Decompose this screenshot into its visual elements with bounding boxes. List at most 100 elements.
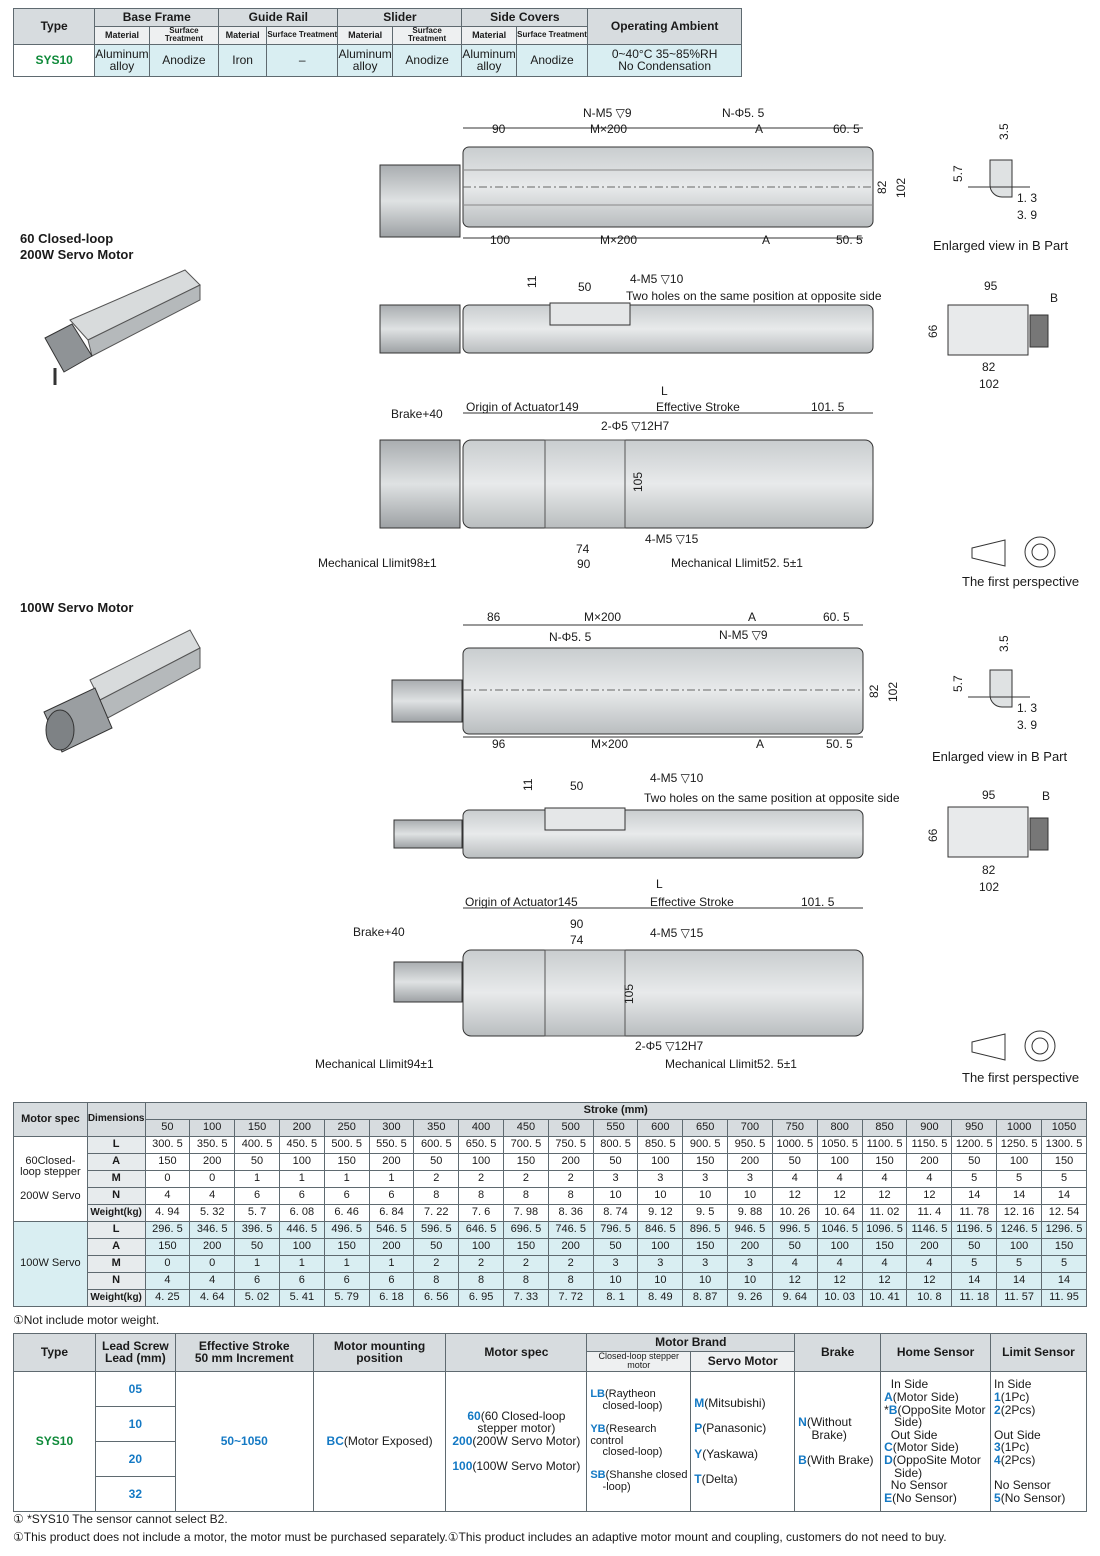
stroke-value: 2 bbox=[503, 1170, 549, 1188]
stroke-value: 150 bbox=[1041, 1238, 1087, 1256]
stroke-value: 696. 5 bbox=[503, 1221, 549, 1239]
dim-phi: 2-Φ5 ▽12H7 bbox=[635, 1039, 703, 1053]
stroke-value: 1 bbox=[323, 1255, 370, 1273]
dim-a: A bbox=[755, 122, 763, 136]
stroke-value: 500. 5 bbox=[323, 1136, 370, 1154]
stroke-value: 100 bbox=[816, 1238, 863, 1256]
dim-57: 5.7 bbox=[951, 165, 965, 182]
order-brakes: N(Without Brake) B(With Brake) bbox=[794, 1370, 882, 1512]
stroke-header-motor-spec: Motor spec bbox=[13, 1102, 88, 1137]
order-closed-loop-brands: LB(Raytheon closed-loop) YB(Research con… bbox=[586, 1370, 692, 1512]
dim-95: 95 bbox=[982, 788, 996, 802]
stroke-value: 9. 88 bbox=[727, 1204, 773, 1222]
technical-drawing: 60 Closed-loop 200W Servo Motor 100W Ser… bbox=[20, 106, 1079, 1085]
stroke-col-header: 700 bbox=[727, 1119, 773, 1137]
stroke-value: 5 bbox=[996, 1170, 1043, 1188]
stroke-value: 396. 5 bbox=[234, 1221, 280, 1239]
stroke-value: 4 bbox=[816, 1170, 863, 1188]
spec-sub-treatment: Surface Treatment bbox=[148, 26, 220, 45]
stroke-value: 1 bbox=[323, 1170, 370, 1188]
stroke-value: 4 bbox=[144, 1187, 191, 1205]
footnotes: ① *SYS10 The sensor cannot select B2. ①T… bbox=[13, 1510, 947, 1546]
dim-96: 96 bbox=[492, 737, 506, 751]
stroke-value: 4 bbox=[771, 1255, 818, 1273]
stroke-value: 14 bbox=[996, 1187, 1043, 1205]
stroke-col-header: 850 bbox=[861, 1119, 908, 1137]
stroke-value: 14 bbox=[951, 1187, 998, 1205]
stroke-value: 2 bbox=[547, 1255, 594, 1273]
stroke-value: 0 bbox=[189, 1170, 236, 1188]
dimension-label: M bbox=[86, 1170, 146, 1188]
stroke-value: 150 bbox=[1041, 1153, 1087, 1171]
stroke-value: 14 bbox=[1041, 1272, 1087, 1290]
dim-mech-right: Mechanical Llimit52. 5±1 bbox=[671, 556, 803, 570]
dim-phi: 2-Φ5 ▽12H7 bbox=[601, 419, 669, 433]
stroke-col-header: 250 bbox=[323, 1119, 370, 1137]
holes-note: Two holes on the same position at opposi… bbox=[644, 791, 900, 805]
stroke-value: 296. 5 bbox=[144, 1221, 191, 1239]
stroke-value: 100 bbox=[458, 1153, 504, 1171]
spec-header-slider: Slider bbox=[337, 8, 463, 27]
stroke-value: 6 bbox=[234, 1272, 280, 1290]
dim-13: 1. 3 bbox=[1017, 701, 1037, 715]
stroke-value: 200 bbox=[189, 1153, 236, 1171]
dim-1015: 101. 5 bbox=[801, 895, 835, 909]
stroke-value: 6 bbox=[278, 1272, 325, 1290]
stroke-value: 546. 5 bbox=[368, 1221, 415, 1239]
spec-rail-treatment: – bbox=[265, 43, 339, 77]
order-home-sensor: In Side A(Motor Side) *B(OppoSite Motor … bbox=[880, 1370, 992, 1512]
stroke-value: 9. 5 bbox=[682, 1204, 729, 1222]
stroke-value: 10. 8 bbox=[906, 1289, 953, 1307]
stroke-value: 2 bbox=[458, 1255, 504, 1273]
stroke-value: 5 bbox=[1041, 1170, 1087, 1188]
stroke-col-header: 600 bbox=[637, 1119, 684, 1137]
dim-nm5: N-M5 ▽9 bbox=[719, 628, 768, 642]
stroke-value: 100 bbox=[637, 1153, 684, 1171]
stroke-value: 5 bbox=[951, 1170, 998, 1188]
stroke-col-header: 1050 bbox=[1041, 1119, 1087, 1137]
stroke-value: 6. 08 bbox=[278, 1204, 325, 1222]
stroke-value: 150 bbox=[682, 1153, 729, 1171]
dim-a: A bbox=[762, 233, 770, 247]
stroke-value: 100 bbox=[637, 1238, 684, 1256]
section2-title: 100W Servo Motor bbox=[20, 600, 133, 615]
product-image-100w bbox=[43, 629, 201, 753]
stroke-value: 1200. 5 bbox=[951, 1136, 998, 1154]
stroke-value: 946. 5 bbox=[727, 1221, 773, 1239]
stroke-value: 1000. 5 bbox=[771, 1136, 818, 1154]
stroke-value: 896. 5 bbox=[682, 1221, 729, 1239]
dim-11: 11 bbox=[525, 275, 539, 288]
stroke-value: 1 bbox=[234, 1170, 280, 1188]
dim-50: 50 bbox=[570, 779, 584, 793]
stroke-value: 646. 5 bbox=[458, 1221, 504, 1239]
end-view-1 bbox=[947, 304, 1049, 356]
spec-header-type: Type bbox=[12, 8, 96, 45]
stroke-value: 12 bbox=[906, 1187, 953, 1205]
dimension-label: A bbox=[86, 1238, 146, 1256]
stroke-value: 12 bbox=[861, 1272, 908, 1290]
stroke-value: 10. 41 bbox=[861, 1289, 908, 1307]
stroke-value: 650. 5 bbox=[458, 1136, 504, 1154]
stroke-value: 1296. 5 bbox=[1041, 1221, 1087, 1239]
stroke-value: 846. 5 bbox=[637, 1221, 684, 1239]
stroke-value: 346. 5 bbox=[189, 1221, 236, 1239]
spec-sub-treatment: Surface Treatment bbox=[515, 26, 589, 45]
dim-l: L bbox=[656, 877, 663, 891]
dim-74: 74 bbox=[570, 933, 584, 947]
stroke-value: 1146. 5 bbox=[906, 1221, 953, 1239]
dim-mech-left: Mechanical Llimit98±1 bbox=[318, 556, 437, 570]
stroke-value: 10 bbox=[727, 1187, 773, 1205]
holes-note: Two holes on the same position at opposi… bbox=[626, 289, 882, 303]
stroke-value: 50 bbox=[592, 1153, 639, 1171]
motor-group-label: 100W Servo bbox=[13, 1221, 88, 1307]
stroke-value: 7. 6 bbox=[458, 1204, 504, 1222]
dim-brake: Brake+40 bbox=[391, 407, 443, 421]
stroke-value: 4 bbox=[771, 1170, 818, 1188]
dim-mech-left: Mechanical Llimit94±1 bbox=[315, 1057, 434, 1071]
stroke-value: 4 bbox=[189, 1187, 236, 1205]
stroke-value: 4 bbox=[816, 1255, 863, 1273]
stroke-value: 1150. 5 bbox=[906, 1136, 953, 1154]
dim-1015: 101. 5 bbox=[811, 400, 845, 414]
